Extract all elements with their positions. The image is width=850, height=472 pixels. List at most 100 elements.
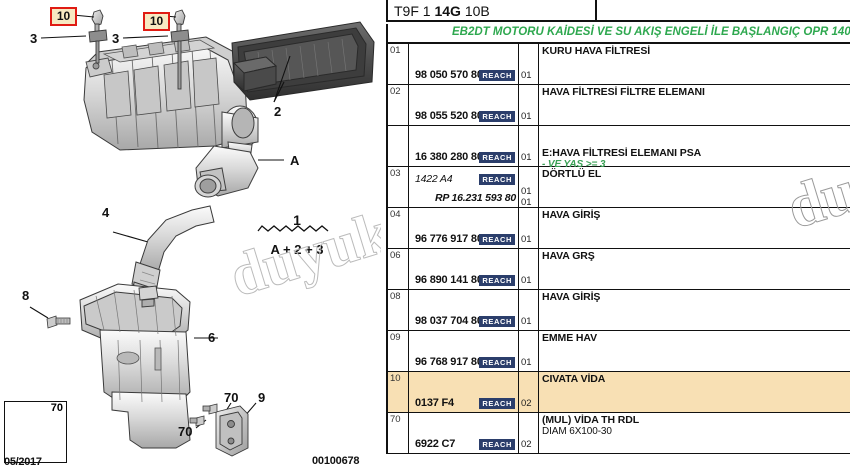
callout-10-left: 10 <box>50 7 77 26</box>
row-index: 08 <box>386 290 409 330</box>
group-formula: A + 2 + 3 <box>270 242 324 257</box>
part-reference: 96 768 917 80 <box>415 356 483 368</box>
row-index: 06 <box>386 249 409 289</box>
date-code: 05/2017 <box>4 456 42 468</box>
reach-badge: REACH <box>479 316 515 327</box>
part-reference-alt: 1422 A4 <box>415 173 453 185</box>
row-quantity: 01 <box>518 249 539 289</box>
parts-table-pane: T9F 1 14G 10B EB2DT MOTORU KAİDESİ VE SU… <box>381 0 850 472</box>
part-description: HAVA GİRİŞ <box>542 209 601 221</box>
row-description-cell: EMME HAV <box>539 331 850 371</box>
row-description-cell: HAVA GİRİŞ <box>539 208 850 248</box>
header-left-rule <box>386 0 388 22</box>
row-quantity: 02 <box>518 413 539 453</box>
row-description-cell: KURU HAVA FİLTRESİ <box>539 44 850 84</box>
part-description: KURU HAVA FİLTRESİ <box>542 45 651 57</box>
part-description-note: - VE YAŞ >= 3 <box>542 159 606 170</box>
inset-label-70: 70 <box>50 402 63 414</box>
row-quantity-value: 01 <box>521 197 532 208</box>
diagram-illustration <box>15 9 375 457</box>
row-index: 03 <box>386 167 409 207</box>
part-description: HAVA GRŞ <box>542 250 595 262</box>
part-description: CIVATA VİDA <box>542 373 606 385</box>
row-index: 09 <box>386 331 409 371</box>
row-quantity: 01 <box>518 331 539 371</box>
callout-2: 2 <box>274 104 282 119</box>
drawing-number: 00100678 <box>312 455 360 467</box>
exploded-parts-diagram: 10 10 3 3 2 A 4 8 6 9 70 70 1 A + 2 + 3 … <box>0 0 381 472</box>
callout-6: 6 <box>208 330 216 345</box>
table-subheader: EB2DT MOTORU KAİDESİ VE SU AKIŞ ENGELİ İ… <box>386 24 850 44</box>
part-reference: 0137 F4 <box>415 397 454 409</box>
callout-70-b: 70 <box>178 424 193 439</box>
callout-8: 8 <box>22 288 30 303</box>
reach-badge: REACH <box>479 357 515 368</box>
row-quantity: 01 <box>518 208 539 248</box>
part-description: DÖRTLÜ EL <box>542 168 602 180</box>
reach-badge: REACH <box>479 174 515 185</box>
row-index: 70 <box>386 413 409 453</box>
table-header: T9F 1 14G 10B <box>386 0 850 22</box>
part-description: HAVA FİLTRESİ FİLTRE ELEMANI <box>542 86 705 98</box>
callout-A: A <box>290 153 300 168</box>
row-quantity: 01 <box>518 44 539 84</box>
part-description: EMME HAV <box>542 332 598 344</box>
row-index: 04 <box>386 208 409 248</box>
reach-badge: REACH <box>479 70 515 81</box>
row-description-cell: HAVA GRŞ <box>539 249 850 289</box>
application-note: EB2DT MOTORU KAİDESİ VE SU AKIŞ ENGELİ İ… <box>452 26 850 38</box>
part-reference: 96 776 917 80 <box>415 233 483 245</box>
callout-4: 4 <box>102 205 110 220</box>
detail-inset-70: 70 <box>4 401 67 463</box>
part-reference: 16 380 280 80 <box>415 151 483 163</box>
row-index <box>386 126 409 166</box>
row-quantity: 02 <box>518 372 539 412</box>
reach-badge: REACH <box>479 111 515 122</box>
part-description: E:HAVA FİLTRESİ ELEMANI PSA <box>542 147 702 159</box>
reach-badge: REACH <box>479 439 515 450</box>
part-reference: 96 890 141 80 <box>415 274 483 286</box>
row-description-cell: CIVATA VİDA <box>539 372 850 412</box>
row-index: 02 <box>386 85 409 125</box>
part-reference: RP 16.231 593 80 <box>435 192 517 204</box>
row-description-cell: HAVA FİLTRESİ FİLTRE ELEMANI <box>539 85 850 125</box>
row-description-cell: E:HAVA FİLTRESİ ELEMANI PSA- VE YAŞ >= 3 <box>539 126 850 170</box>
reach-badge: REACH <box>479 234 515 245</box>
row-quantity: 01 <box>518 85 539 125</box>
assembly-code: T9F 1 14G 10B <box>394 3 490 19</box>
row-description-cell: HAVA GİRİŞ <box>539 290 850 330</box>
callout-70-a: 70 <box>224 390 239 405</box>
callout-9: 9 <box>258 390 266 405</box>
reach-badge: REACH <box>479 152 515 163</box>
row-quantity-alt: 01 <box>521 186 532 197</box>
row-index: 01 <box>386 44 409 84</box>
callout-10-right: 10 <box>143 12 170 31</box>
part-description-note: DIAM 6X100-30 <box>542 426 612 437</box>
part-reference: 98 037 704 80 <box>415 315 483 327</box>
row-index: 10 <box>386 372 409 412</box>
row-reference-cell: 1422 A4 RP 16.231 593 80 REACH <box>409 167 518 207</box>
